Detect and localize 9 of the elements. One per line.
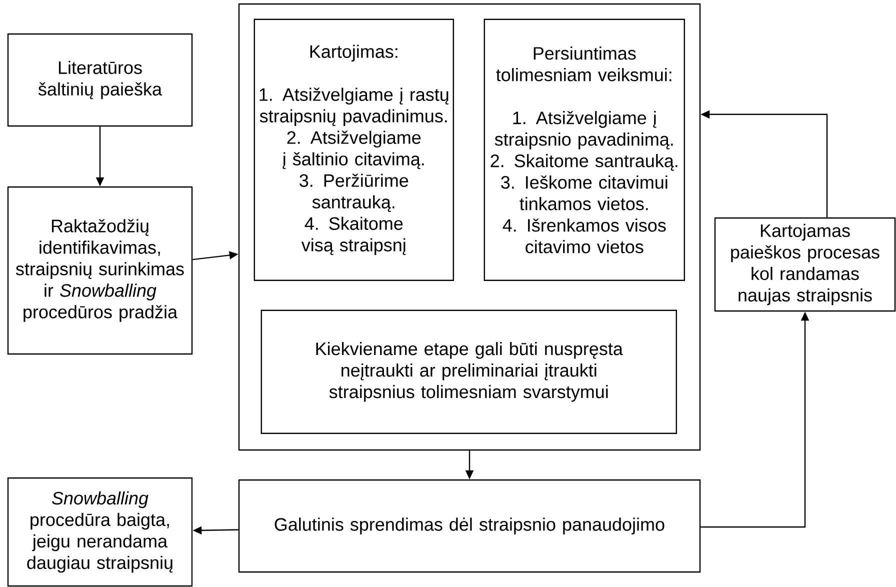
process-box: Literatūros šaltinių paieška: [7, 33, 193, 127]
process-box: Kiekviename etape gali būti nuspręsta neįtraukti ar preliminariai įtraukti straipsnius tolimesniam svarstymui: [260, 310, 677, 434]
process-box: Kartojimas: 1. Atsižvelgiame į rastų straipsnių pavadinimus. 2. Atsižvelgiame į šaltinio citavimą. 3. Peržiūrime santrauką. 4. Skaitome visą straipsnį: [254, 18, 454, 281]
process-box: Kartojamas paieškos procesas kol randamas naujas straipsnis: [714, 217, 896, 312]
process-box: Snowballing procedūra baigta, jeigu nerandama daugiau straipsnių: [7, 477, 193, 587]
process-box: Persiuntimas tolimesniam veiksmui: 1. Atsižvelgiame į straipsnio pavadinimą. 2. Skaitome santrauką. 3. Ieškome citavimui tinkamos vietos. 4. Išrenkamos visos citavimo vietos: [484, 18, 685, 281]
process-box: Galutinis sprendimas dėl straipsnio panaudojimo: [238, 479, 701, 573]
group-box: [238, 3, 701, 451]
process-box: Raktažodžių identifikavimas, straipsnių surinkimas ir Snowballing procedūros pradžia: [7, 186, 193, 355]
